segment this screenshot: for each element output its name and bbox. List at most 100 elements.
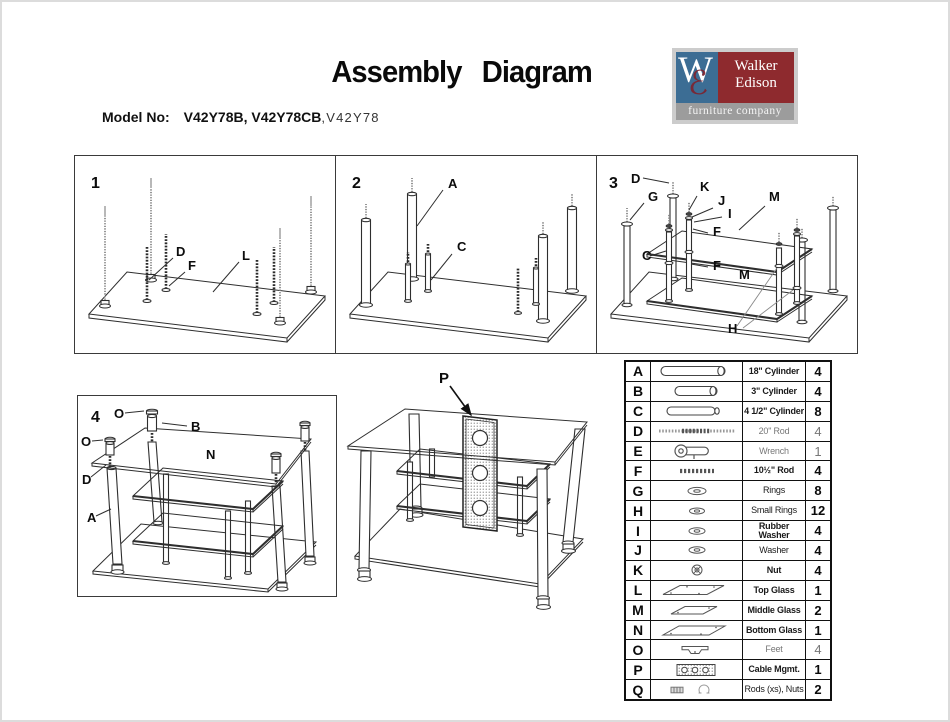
part-letter: F [626,461,651,481]
diagram-label-c: C [457,239,467,254]
part-letter: G [626,481,651,501]
diagram-label-m-lower: M [739,267,750,282]
part-letter: K [626,560,651,580]
part-name: Top Glass [743,580,806,600]
step-4-diagram: 4 O B O D N A [81,406,318,593]
step-2-panel: 2 A C [335,155,597,354]
diagram-label-c: C [642,248,652,263]
parts-table: A 18" Cylinder 4 B 3" Cylinder 4 C 4 1/2… [624,360,832,702]
parts-table-row: P Cable Mgmt. 1 [626,660,830,681]
parts-table-row: D 20" Rod 4 [626,421,830,442]
top-glass-icon [654,581,740,599]
diagram-label-o-2: O [81,434,91,449]
parts-table-row: J Washer 4 [626,541,830,561]
part-name: Bottom Glass [743,620,806,640]
page-title: Assembly Diagram [331,54,593,89]
part-icon-cell [651,640,743,660]
parts-table-row: I Rubber Washer 4 [626,521,830,542]
diagram-label-j: J [718,193,725,208]
parts-table-row: H Small Rings 12 [626,501,830,522]
parts-table-row: G Rings 8 [626,481,830,502]
diagram-label-d: D [631,171,640,186]
nut-icon [654,561,740,579]
model-label: Model No: [102,109,170,125]
final-assembly-panel: P [335,359,625,624]
parts-table-row: A 18" Cylinder 4 [626,362,830,382]
diagram-label-o-1: O [114,406,124,421]
rubber-washer-icon [654,522,740,540]
logo-tagline: furniture company [676,103,794,120]
part-name: 20" Rod [743,421,806,441]
part-icon-cell [651,660,743,680]
diagram-label-n: N [206,447,215,462]
step-number: 1 [91,175,100,192]
diagram-label-p: P [439,370,449,387]
part-icon-cell [651,501,743,521]
part-icon-cell [651,521,743,541]
wrench-icon [654,442,740,460]
part-qty: 4 [814,463,822,479]
cylinder-4half-icon [654,402,740,420]
diagram-label-d: D [82,472,91,487]
diagram-label-f-upper: F [713,224,721,239]
parts-table-row: O Feet 4 [626,640,830,661]
diagram-label-l: L [242,248,250,263]
part-icon-cell [651,580,743,600]
part-icon-cell [651,541,743,560]
part-qty: 4 [814,363,822,379]
step-3-panel: 3 D G K J I M F C F M H [596,155,858,354]
ring-icon [654,482,740,500]
parts-table-row: C 4 1/2" Cylinder 8 [626,401,830,422]
part-letter: O [626,640,651,660]
part-letter: H [626,501,651,521]
part-icon-cell [651,421,743,441]
feet-icon [654,641,740,659]
part-name: Rings [743,481,806,501]
part-icon-cell [651,461,743,481]
logo-brand-name: Walker Edison [718,52,794,103]
assembly-steps-row: 1 D F L [74,155,858,354]
model-number-line: Model No:V42Y78B, V42Y78CB,V42Y78 [102,109,380,125]
part-icon-cell [651,600,743,620]
step-1-panel: 1 D F L [74,155,336,354]
part-qty: 4 [814,642,822,658]
part-qty: 1 [814,662,822,678]
diagram-label-a: A [448,176,458,191]
small-ring-icon [654,502,740,520]
diagram-label-g: G [648,189,658,204]
part-qty: 4 [814,423,822,439]
model-numbers-bold: V42Y78B, V42Y78CB [183,109,322,125]
parts-table-row: N Bottom Glass 1 [626,620,830,641]
washer-icon [654,541,740,559]
logo-w-monogram: W [678,50,713,91]
diagram-label-d: D [176,244,185,259]
step-number: 4 [91,409,100,426]
part-icon-cell [651,560,743,580]
diagram-label-i: I [728,206,732,221]
part-letter: M [626,600,651,620]
diagram-label-b: B [191,419,200,434]
part-qty: 2 [814,682,822,698]
part-name: Washer [743,541,806,560]
diagram-label-h: H [728,321,737,336]
part-letter: Q [626,680,651,700]
part-qty: 2 [814,602,822,618]
rod-10half-icon [654,462,740,480]
part-name: Small Rings [743,501,806,521]
diagram-label-a: A [87,510,97,525]
part-qty: 4 [814,562,822,578]
part-qty: 12 [810,503,826,519]
diagram-label-m-upper: M [769,189,780,204]
step-number: 2 [352,175,361,192]
part-letter: N [626,620,651,640]
part-qty: 4 [814,523,822,539]
part-name: Wrench [743,441,806,461]
part-qty: 1 [814,622,822,638]
diagram-label-f: F [188,258,196,273]
part-icon-cell [651,362,743,381]
step-4-panel: 4 O B O D N A [77,395,337,597]
part-name: 3" Cylinder [743,381,806,401]
part-qty: 8 [814,403,822,419]
step-1-diagram: 1 D F L [87,175,327,343]
